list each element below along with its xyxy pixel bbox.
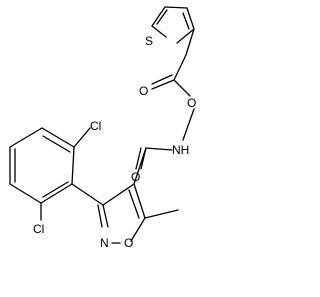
bond (144, 209, 179, 219)
bond (128, 189, 140, 219)
atom-label-o-carbonyl: O (139, 84, 148, 98)
atom-label-o-ring: O (124, 236, 133, 250)
bond (133, 183, 146, 219)
amide-group (133, 147, 173, 185)
atom-label-o-ester: O (187, 96, 196, 110)
bond (145, 147, 173, 151)
bond (151, 79, 175, 90)
bond (185, 28, 195, 56)
atom-label-cl-top: Cl (90, 119, 101, 133)
bond (102, 204, 109, 228)
bond (130, 217, 146, 242)
bond (73, 127, 91, 148)
ester-group (151, 54, 195, 141)
dichlorophenyl-ring (9, 127, 104, 221)
bond (41, 127, 75, 148)
bond (182, 12, 190, 30)
bond (133, 147, 147, 185)
bond (176, 28, 195, 44)
atom-label-o-amide: O (131, 170, 140, 184)
bond (97, 204, 103, 228)
bond (135, 147, 142, 170)
bond (42, 135, 71, 153)
bond (186, 7, 195, 30)
bond (42, 181, 69, 198)
isoxazole-ring (97, 183, 179, 244)
atom-label-s: S (145, 34, 153, 48)
bond (151, 74, 173, 85)
bond (173, 54, 187, 81)
atom-label-cl-bottom: Cl (33, 222, 44, 236)
bond (164, 6, 188, 9)
bond (9, 183, 42, 204)
bond (151, 6, 166, 27)
bond (151, 25, 167, 38)
atom-label-nh: NH (172, 143, 189, 157)
bond (182, 108, 195, 141)
bond (71, 146, 75, 185)
atom-label-n: N (100, 236, 109, 250)
bond (9, 127, 43, 148)
thiophene-ring (151, 6, 195, 56)
bond (40, 183, 73, 204)
bond (156, 9, 168, 25)
bond (71, 183, 104, 206)
bond (102, 183, 135, 206)
bond (173, 79, 191, 97)
chemical-structure-diagram: S O O NH O Cl Cl N O (9, 6, 196, 250)
